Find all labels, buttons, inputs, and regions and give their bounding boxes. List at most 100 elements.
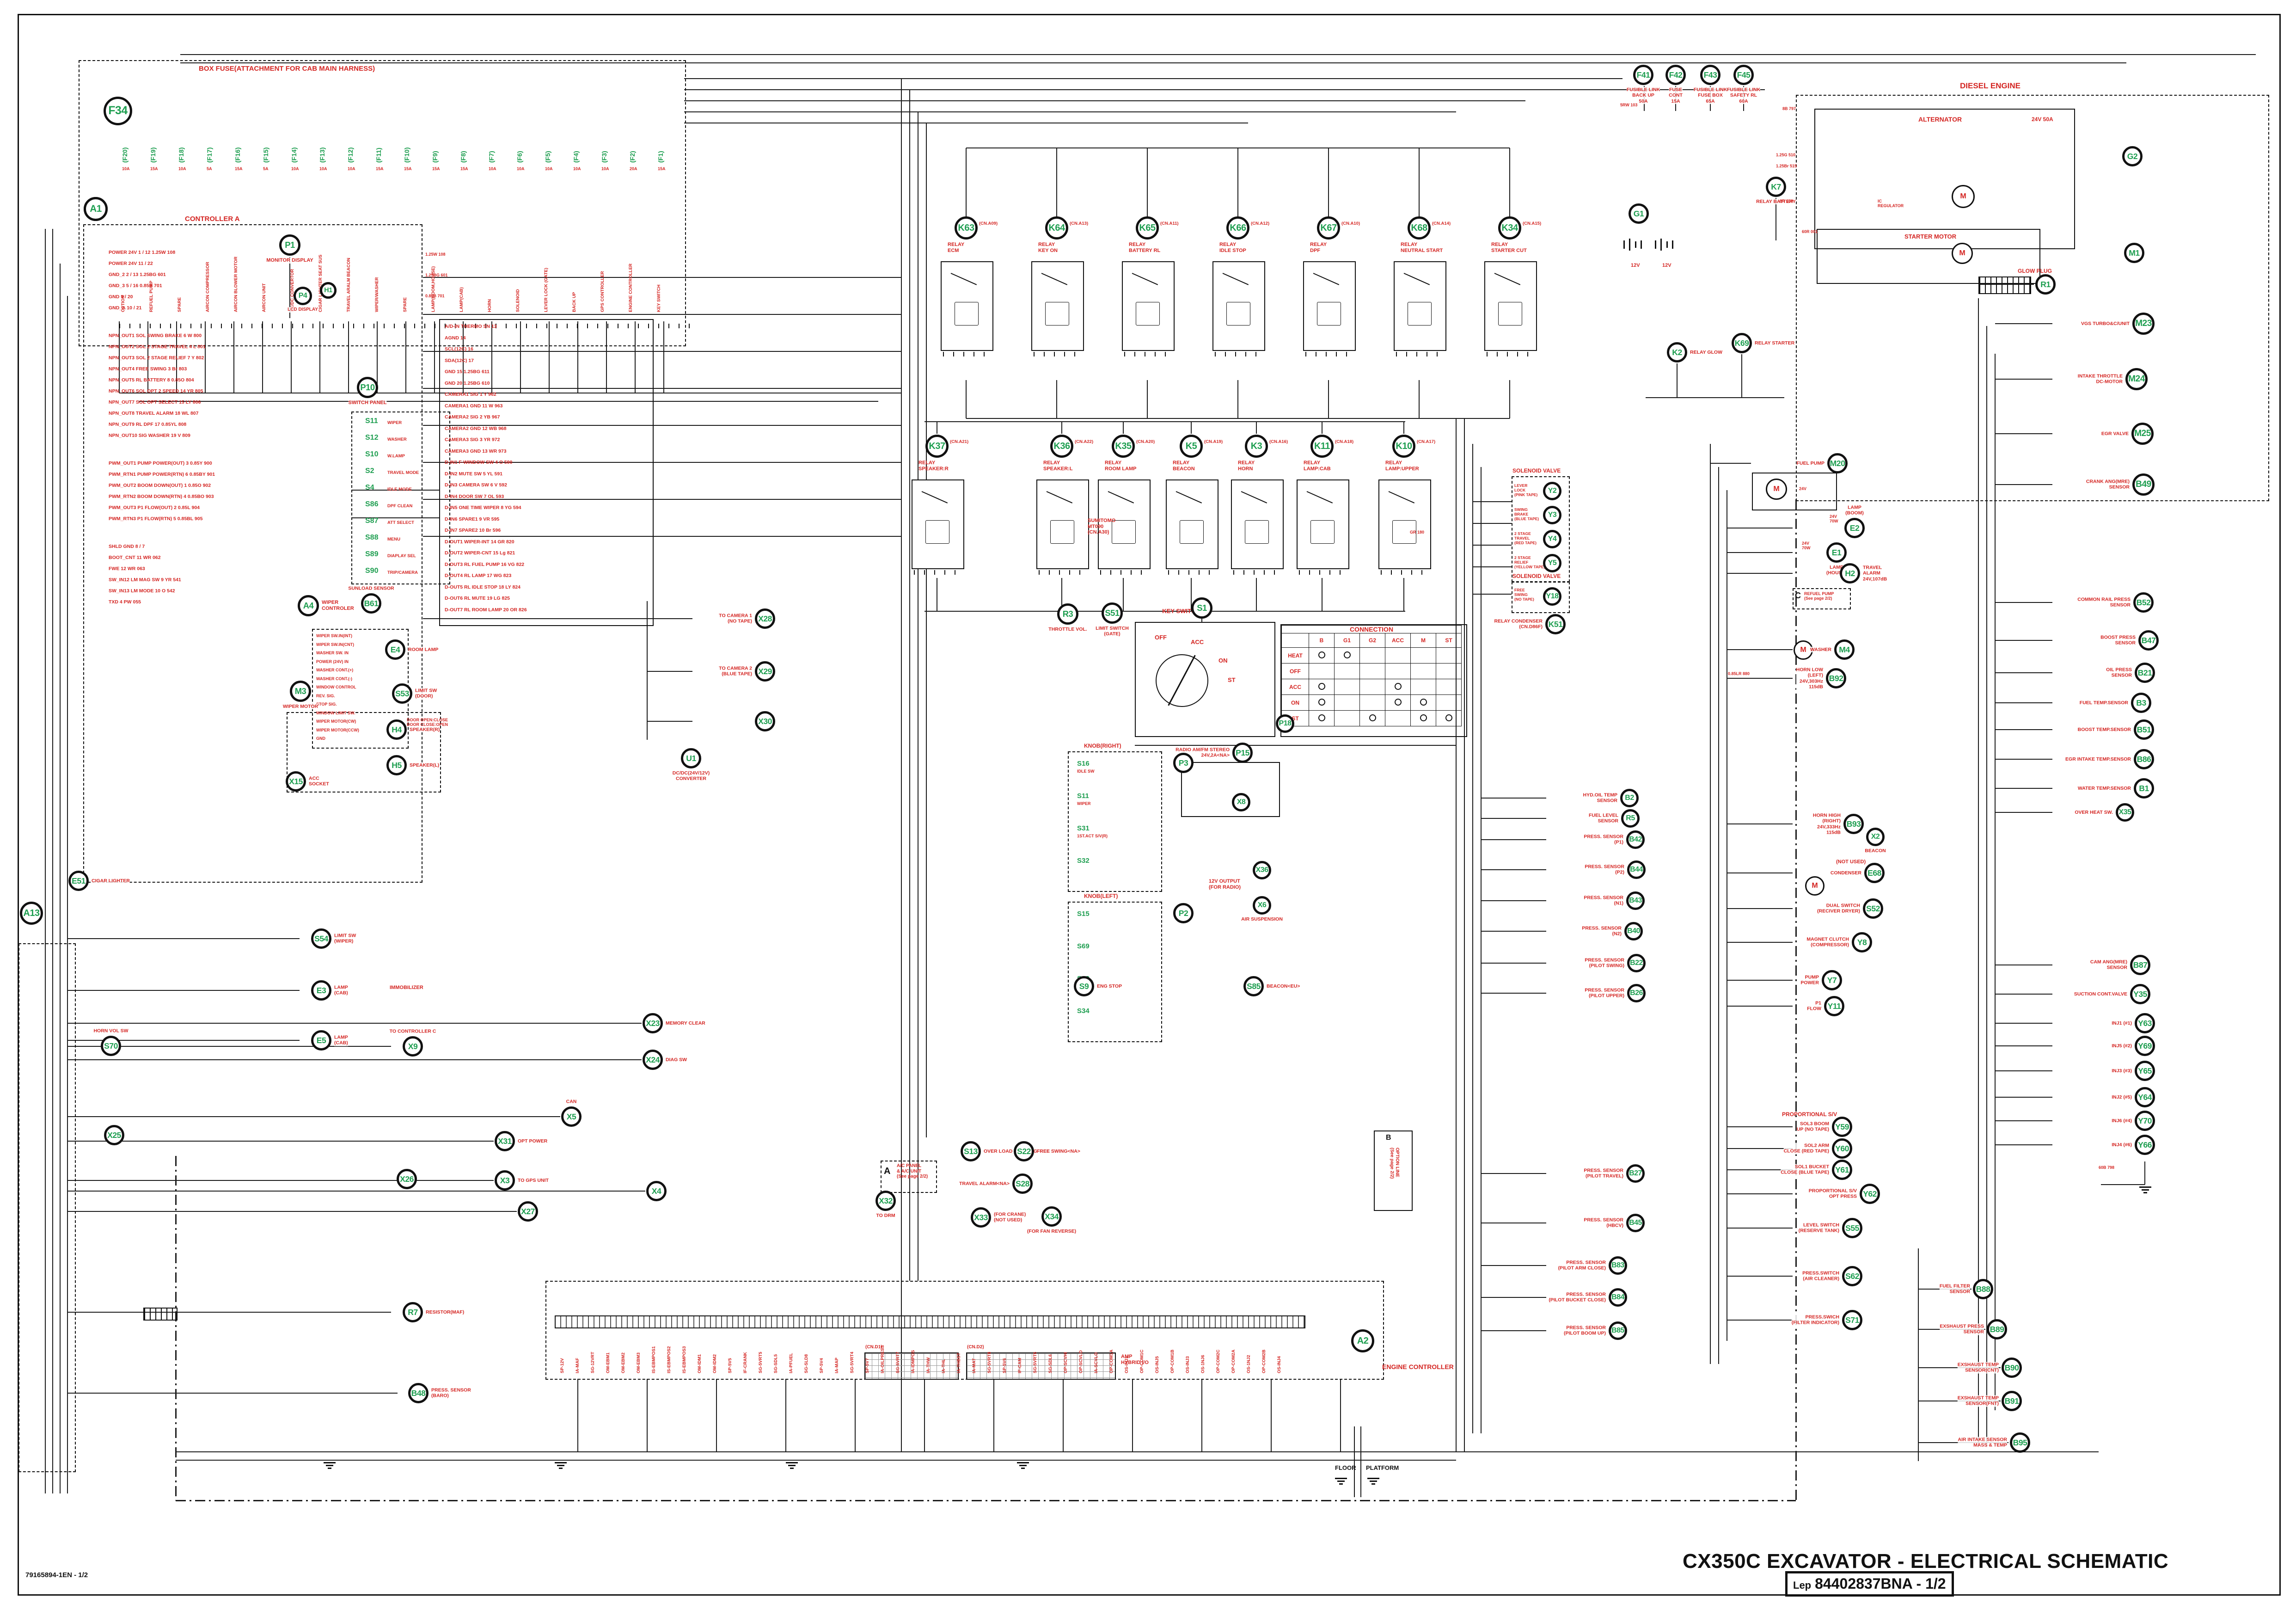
label-F41: FUSIBLE LINK BACK UP 50A — [1626, 87, 1660, 104]
callout-P1: P1 — [279, 234, 300, 256]
fuse-label: BACK UP — [572, 292, 577, 312]
fuse-label: KEY SWITCH — [656, 284, 661, 312]
callout-P18: P18 — [1276, 714, 1294, 733]
label-P4: LCD DISPLAY — [288, 307, 318, 313]
label-S62: PRESS.SWITCH (AIR CLEANER) — [1802, 1270, 1839, 1282]
label-Y63: INJ1 (#1) — [2112, 1020, 2132, 1026]
label-Y62: PROPORTIONAL S/V OPT PRESS — [1808, 1188, 1857, 1200]
label-X31: OPT POWER — [518, 1138, 548, 1144]
label-H4: SPEAKER(R) — [410, 726, 440, 733]
callout-B44-id: B44 — [1630, 866, 1643, 873]
a2-signal: IF-CRANK — [743, 1352, 748, 1373]
label-F45: FUSIBLE LINK SAFETY RL 60A — [1727, 87, 1761, 104]
panel-switch-id: S88 — [365, 534, 379, 541]
callout-G1-id: G1 — [1633, 209, 1644, 218]
callout-B22-id: B22 — [1630, 959, 1643, 967]
bx_a1 — [83, 224, 422, 883]
monitor-row: A/D-IN THERMO SN 13 — [445, 324, 497, 329]
callout-K69: K69 — [1732, 333, 1752, 353]
callout-K68: K68 — [1408, 216, 1431, 240]
panel-switch-label: TRAVEL MODE — [387, 470, 419, 475]
wire — [1995, 1070, 2052, 1071]
callout-B87-id: B87 — [2133, 960, 2148, 970]
callout-X5: X5 — [561, 1106, 582, 1127]
wire — [1237, 380, 1238, 418]
text-t_glow: GLOW PLUG — [2018, 268, 2052, 274]
label-M24: INTAKE THROTTLE DC-MOTOR — [2077, 373, 2123, 385]
callout-X8: X8 — [1232, 793, 1250, 811]
bx_ac — [881, 1161, 937, 1193]
wire — [67, 296, 68, 1493]
wire — [1481, 1173, 1546, 1174]
a2-signal: IA-MAT — [972, 1358, 977, 1373]
controller-a-row: NPN_OUT6 SOL OPT 2 SPEED 14 YR 805 — [109, 388, 203, 394]
label-Y60: SOL2 ARM CLOSE (RED TAPE) — [1783, 1143, 1829, 1155]
callout-Y4-id: Y4 — [1548, 535, 1557, 543]
wire — [1727, 1193, 1793, 1194]
callout-H2: H2 — [1840, 563, 1860, 584]
wire — [716, 1379, 717, 1452]
callout-Y11: Y11 — [1824, 996, 1844, 1016]
alternator-motor-glyph: M — [1952, 185, 1975, 208]
a2-signal: OM-IDM2 — [712, 1354, 717, 1373]
label-X5: CAN — [566, 1099, 577, 1105]
callout-M1: M1 — [2124, 243, 2144, 263]
label-X24: DIAG SW — [666, 1057, 687, 1063]
wire — [176, 1451, 2099, 1452]
relay-body-K34 — [1484, 261, 1537, 351]
callout-S1: S1 — [1191, 597, 1212, 619]
label-R5: FUEL LEVEL SENSOR — [1589, 812, 1618, 824]
callout-B27-id: B27 — [1629, 1169, 1642, 1177]
callout-Y66-id: Y66 — [2138, 1140, 2152, 1149]
bx_radio — [1181, 762, 1280, 817]
controller-a-row: PWM_OUT1 PUMP POWER(OUT) 3 0.85Y 900 — [109, 461, 212, 466]
keyswitch-pos: ON — [1218, 657, 1228, 664]
fuse-id: (F9) — [431, 151, 439, 163]
wire — [1727, 678, 1793, 679]
a2-signal: SP-5V6 — [1002, 1358, 1007, 1373]
panel-switch-id: S87 — [365, 517, 379, 525]
callout-B3-id: B3 — [2136, 698, 2146, 707]
label-B61: SUNLOAD SENSOR — [348, 585, 394, 591]
conn-dot — [1394, 682, 1402, 690]
wire — [348, 321, 349, 393]
callout-K51: K51 — [1545, 614, 1566, 634]
callout-Y3: Y3 — [1543, 506, 1561, 524]
fuse-id: (F6) — [516, 151, 523, 163]
callout-B91: B91 — [2002, 1391, 2022, 1411]
callout-S9: S9 — [1074, 976, 1094, 996]
callout-S54: S54 — [311, 928, 331, 949]
conn-cell — [1359, 679, 1385, 695]
label-H5: SPEAKER(L) — [410, 762, 440, 768]
callout-B61-id: B61 — [364, 598, 379, 608]
label-Y35: SUCTION CONT.VALVE — [2074, 991, 2127, 997]
relay-name: RELAY HORN — [1238, 460, 1255, 472]
relay-name: RELAY IDLE STOP — [1219, 242, 1246, 253]
callout-B61: B61 — [361, 593, 381, 614]
wire — [52, 229, 53, 1493]
wire — [1727, 1148, 1793, 1149]
wire — [684, 89, 1765, 90]
wire — [1056, 148, 1057, 218]
controller-a-title: CONTROLLER A — [185, 215, 240, 223]
text-t_diesel: DIESEL ENGINE — [1960, 81, 2020, 90]
a2-signal: OM-EBM3 — [636, 1352, 641, 1373]
callout-A2: A2 — [1351, 1329, 1374, 1352]
label-X2: BEACON — [1865, 848, 1886, 854]
callout-B49: B49 — [2132, 473, 2155, 496]
a2-signal: IA-SCVLO — [1094, 1352, 1099, 1373]
callout-B40-id: B40 — [1627, 927, 1640, 935]
conn-dot — [1369, 714, 1376, 721]
callout-K64: K64 — [1045, 216, 1068, 240]
callout-X9: X9 — [403, 1036, 423, 1057]
label-K51: RELAY CONDENSER (CN.D86F) — [1494, 618, 1543, 630]
wire — [1147, 148, 1148, 218]
callout-S51: S51 — [1102, 602, 1123, 624]
bx_fp — [1752, 473, 1837, 510]
a2-signal: IS-EBMPOS2 — [667, 1346, 672, 1373]
label-B85: PRESS. SENSOR (PILOT BOOM UP) — [1564, 1325, 1606, 1337]
callout-K11-id: K11 — [1314, 441, 1330, 451]
wire — [1995, 602, 2052, 603]
callout-X30-id: X30 — [758, 716, 772, 726]
callout-B48-id: B48 — [411, 1388, 426, 1398]
